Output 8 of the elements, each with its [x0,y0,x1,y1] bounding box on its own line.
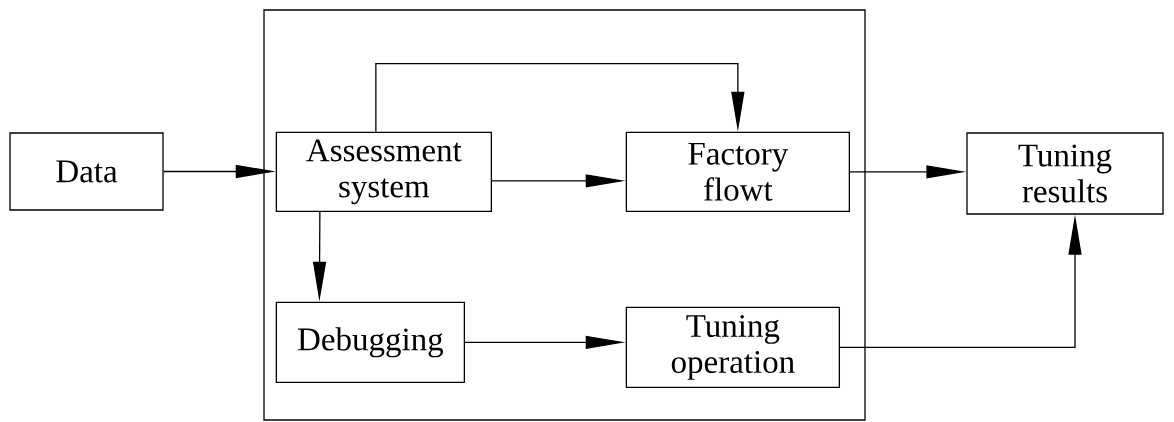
process-box: Tuning results [966,132,1164,215]
process-box: Assessment system [275,131,492,212]
process-box: Debugging [275,301,465,383]
frame-box [263,9,866,421]
process-box: Tuning operation [625,306,840,388]
process-box: Data [9,132,164,211]
arrow [375,63,745,133]
process-box: Factory flowt [625,131,850,212]
